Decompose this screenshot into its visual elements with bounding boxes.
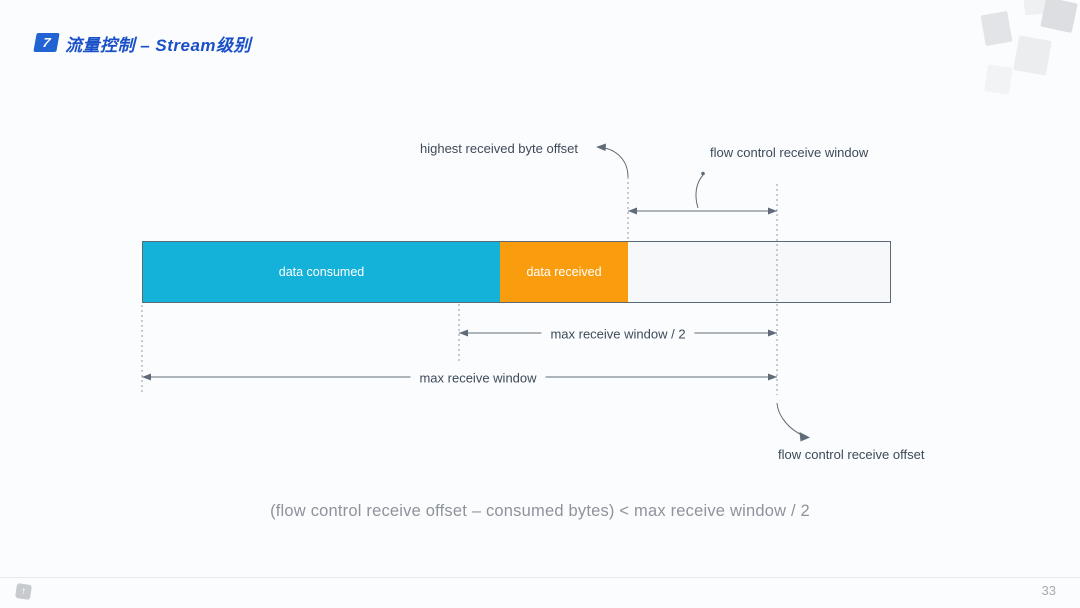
stream-buffer-bar: data consumed data received — [142, 241, 891, 303]
leader-receive-window — [695, 174, 704, 209]
label-max-receive-window-half: max receive window / 2 — [541, 326, 695, 342]
curve-to-highest-offset — [600, 147, 629, 178]
arrowhead — [768, 373, 777, 381]
slide-number-badge: 7 — [33, 33, 60, 52]
bar-segment-data-received: data received — [500, 242, 628, 302]
arrowhead — [799, 432, 810, 442]
arrowhead — [596, 143, 606, 151]
leader-dot — [701, 171, 705, 176]
label-flow-control-receive-window: flow control receive window — [710, 145, 869, 160]
bar-segment-label: data received — [526, 265, 602, 279]
label-highest-received-byte-offset: highest received byte offset — [420, 141, 579, 156]
decor-square — [980, 10, 1013, 47]
arrowhead — [768, 207, 777, 215]
up-arrow-icon: ↑ — [15, 583, 32, 600]
curve-to-receive-offset — [776, 402, 805, 437]
bar-segment-label: data consumed — [278, 265, 365, 279]
page-title: 流量控制 – Stream级别 — [65, 36, 252, 55]
flow-control-formula: (flow control receive offset – consumed … — [270, 502, 810, 520]
arrowhead — [459, 329, 468, 337]
page-number: 33 — [1041, 583, 1056, 598]
arrowhead — [628, 207, 637, 215]
decor-square — [984, 64, 1013, 95]
label-max-receive-window: max receive window — [410, 370, 546, 386]
bar-segment-data-consumed: data consumed — [143, 242, 500, 302]
decor-square — [1013, 35, 1052, 76]
footer-divider — [0, 577, 1080, 578]
label-flow-control-receive-offset: flow control receive offset — [778, 447, 925, 462]
arrowhead — [768, 329, 777, 337]
arrowhead — [142, 373, 151, 381]
decor-square — [1040, 0, 1078, 33]
